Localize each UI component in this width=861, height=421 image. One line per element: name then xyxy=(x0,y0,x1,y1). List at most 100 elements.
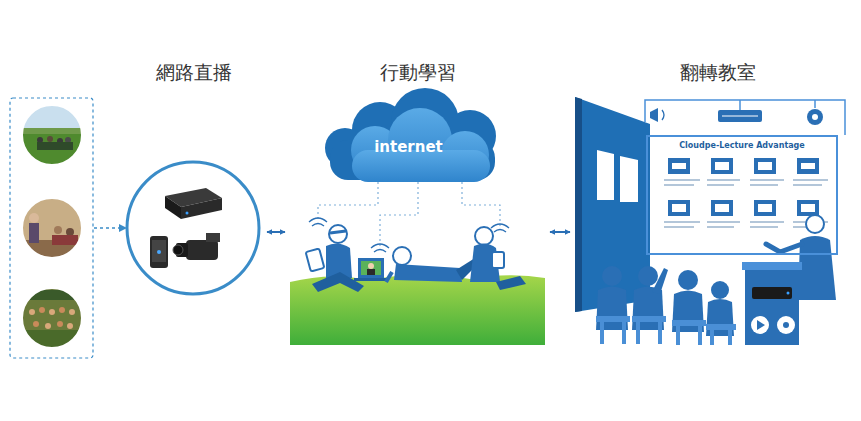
mobile-learning-scene-part xyxy=(318,182,500,248)
classroom-scene-part-part xyxy=(750,179,784,181)
mobile-learning-scene-part xyxy=(393,247,411,265)
photo-strip-part-part xyxy=(57,321,63,327)
mobile-learning-scene-part xyxy=(475,227,493,245)
classroom-scene-part xyxy=(814,100,816,108)
classroom-scene xyxy=(575,97,845,345)
photo-strip-part xyxy=(20,103,84,167)
photo-strip-part-part xyxy=(29,309,35,315)
classroom-scene-part-part xyxy=(715,162,729,170)
device-circle-part xyxy=(165,196,181,219)
classroom-scene-part xyxy=(751,316,769,334)
classroom-scene-part-part xyxy=(750,184,778,186)
classroom-scene-part-part xyxy=(728,330,732,345)
classroom-scene-part-part xyxy=(596,316,630,322)
device-circle xyxy=(127,162,259,294)
device-circle-part xyxy=(157,250,161,254)
classroom-scene-part-part xyxy=(711,200,733,216)
classroom-scene-part-part xyxy=(668,200,690,216)
photo-strip-part-part xyxy=(45,323,51,329)
mobile-learning-scene-part xyxy=(492,252,504,268)
photo-strip-part-part xyxy=(20,286,84,350)
mobile-learning-scene-part-part xyxy=(374,250,386,253)
section-heading: 網路直播 xyxy=(121,61,266,83)
photo-strip-part-part xyxy=(20,196,84,260)
photo-strip-part-part xyxy=(39,307,45,313)
mobile-learning-scene-part-part xyxy=(491,224,509,228)
mobile-learning-scene-part xyxy=(330,231,346,233)
classroom-scene-part-part xyxy=(632,316,666,322)
classroom-scene-part-part xyxy=(707,184,734,186)
classroom-scene-part-part xyxy=(793,179,828,181)
photo-strip-part-part xyxy=(20,103,84,167)
classroom-scene-part xyxy=(575,97,582,312)
mobile-learning-scene-part xyxy=(368,263,374,269)
classroom-scene-part xyxy=(650,108,658,122)
classroom-scene-part-part xyxy=(698,326,702,345)
classroom-scene-part xyxy=(664,180,828,227)
classroom-scene-part-part xyxy=(710,330,714,345)
device-circle-part xyxy=(150,236,168,268)
photo-strip-part xyxy=(10,98,93,358)
classroom-scene-part xyxy=(742,262,802,270)
photo-strip-part-part xyxy=(67,323,73,329)
mobile-learning-scene-part xyxy=(312,272,364,292)
device-circle-part xyxy=(127,162,259,294)
classroom-scene-part-part xyxy=(664,226,694,228)
device-circle-part xyxy=(173,245,183,255)
photo-strip-part-part xyxy=(69,309,75,315)
classroom-scene-part xyxy=(620,156,638,202)
flipped-classroom-node: 翻轉教室 Cloudpe-Lecture Advantage xyxy=(571,55,861,345)
classroom-scene-part-part xyxy=(600,322,604,344)
classroom-scene-part-part xyxy=(678,270,698,290)
classroom-scene-part-part xyxy=(672,320,706,326)
photo-strip-part-part xyxy=(47,136,53,142)
device-circle-part xyxy=(152,240,166,262)
classroom-scene-part-part xyxy=(638,266,658,286)
photo-strip-part xyxy=(20,286,84,350)
mobile-learning-scene-part xyxy=(394,264,462,282)
photo-strip-part-part xyxy=(49,309,55,315)
mobile-learning-scene-part xyxy=(358,258,384,278)
classroom-scene-part-part xyxy=(672,163,686,169)
mobile-learning-scene-part xyxy=(386,272,392,282)
device-circle-part xyxy=(206,233,220,242)
classroom-scene-part-part xyxy=(707,221,740,223)
photo-strip xyxy=(10,98,127,358)
classroom-scene-part xyxy=(812,114,818,120)
classroom-scene-part-part xyxy=(797,158,819,174)
classroom-scene-part-part xyxy=(711,281,729,299)
classroom-scene-part-part xyxy=(707,226,734,228)
photo-strip-part-part xyxy=(20,132,84,167)
classroom-scene-part-part xyxy=(754,200,776,216)
classroom-scene-part xyxy=(806,215,824,233)
section-heading: 行動學習 xyxy=(286,61,549,83)
photo-strip-part-part xyxy=(20,128,84,134)
classroom-scene-part-part xyxy=(706,324,736,330)
classroom-scene-part-part xyxy=(754,158,776,174)
classroom-scene-part xyxy=(596,316,736,345)
section-heading: 翻轉教室 xyxy=(571,61,861,83)
photo-strip-part-part xyxy=(52,235,78,245)
classroom-scene-part-part xyxy=(664,179,700,181)
classroom-scene-part-part xyxy=(711,158,733,174)
classroom-scene-part xyxy=(645,100,845,135)
classroom-scene-part xyxy=(739,100,741,110)
classroom-scene-part xyxy=(777,316,795,334)
classroom-scene-part-part xyxy=(676,326,680,345)
photo-strip-part xyxy=(94,227,120,229)
screen-title: Cloudpe-Lecture Advantage xyxy=(648,137,836,150)
photo-strip-part-part xyxy=(33,321,39,327)
classroom-scene-part xyxy=(722,116,758,117)
classroom-scene-part xyxy=(672,162,815,212)
classroom-scene-part-part xyxy=(664,184,694,186)
photo-strip-part-part xyxy=(29,223,39,243)
cloud-node: internet xyxy=(311,100,506,185)
mobile-learning-scene-part xyxy=(361,261,381,275)
classroom-scene-part xyxy=(783,322,789,328)
photo-strip-part xyxy=(22,198,82,258)
classroom-scene-part-part xyxy=(622,322,626,344)
classroom-scene-part xyxy=(787,292,790,295)
classroom-scene-part-part xyxy=(750,226,778,228)
mobile-learning-scene-part xyxy=(367,269,375,275)
device-circle-part xyxy=(181,198,222,219)
